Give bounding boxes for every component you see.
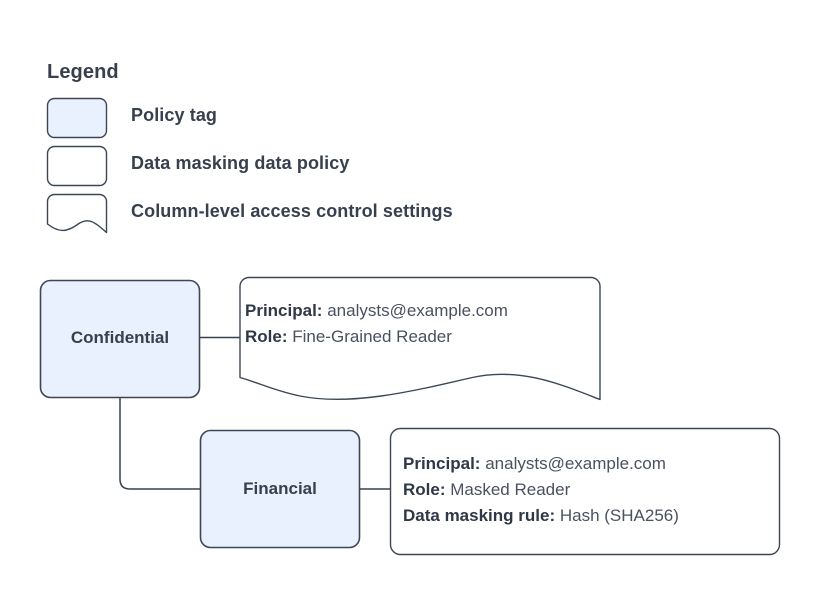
note-line-value: Masked Reader <box>450 480 571 499</box>
note-line-key: Principal: <box>245 301 323 320</box>
edge-confidential-to-financial <box>119 398 200 490</box>
note-line-key: Data masking rule: <box>403 506 556 525</box>
legend-item-label-data-masking-policy: Data masking data policy <box>131 153 350 173</box>
note-line-value: analysts@example.com <box>327 301 508 320</box>
legend-item-label-policy-tag: Policy tag <box>131 105 218 125</box>
note-body-confidential-settings: Principal: analysts@example.com Role: Fi… <box>245 298 508 350</box>
note-line: Principal: analysts@example.com <box>403 451 679 477</box>
node-label-confidential: Confidential <box>70 328 170 347</box>
node-financial[interactable] <box>199 429 361 549</box>
note-line-value: Fine-Grained Reader <box>292 327 452 346</box>
policy-tag-swatch-icon <box>46 97 108 139</box>
note-line-key: Role: <box>245 327 288 346</box>
note-line-value: analysts@example.com <box>485 454 666 473</box>
node-confidential[interactable] <box>39 279 201 399</box>
note-line-key: Principal: <box>403 454 481 473</box>
note-line: Role: Fine-Grained Reader <box>245 324 508 350</box>
note-financial-policy[interactable] <box>389 427 781 556</box>
note-line: Principal: analysts@example.com <box>245 298 508 324</box>
legend-title: Legend <box>47 61 119 83</box>
node-label-financial: Financial <box>243 479 317 498</box>
note-line-key: Role: <box>403 480 446 499</box>
note-body-financial-policy: Principal: analysts@example.com Role: Ma… <box>403 451 679 529</box>
note-line: Role: Masked Reader <box>403 477 679 503</box>
note-line: Data masking rule: Hash (SHA256) <box>403 503 679 529</box>
access-control-swatch-icon <box>46 193 108 234</box>
legend-item-label-access-control: Column-level access control settings <box>131 201 453 221</box>
data-policy-swatch-icon <box>46 145 108 187</box>
note-line-value: Hash (SHA256) <box>559 506 679 525</box>
note-confidential-settings[interactable] <box>239 276 601 401</box>
